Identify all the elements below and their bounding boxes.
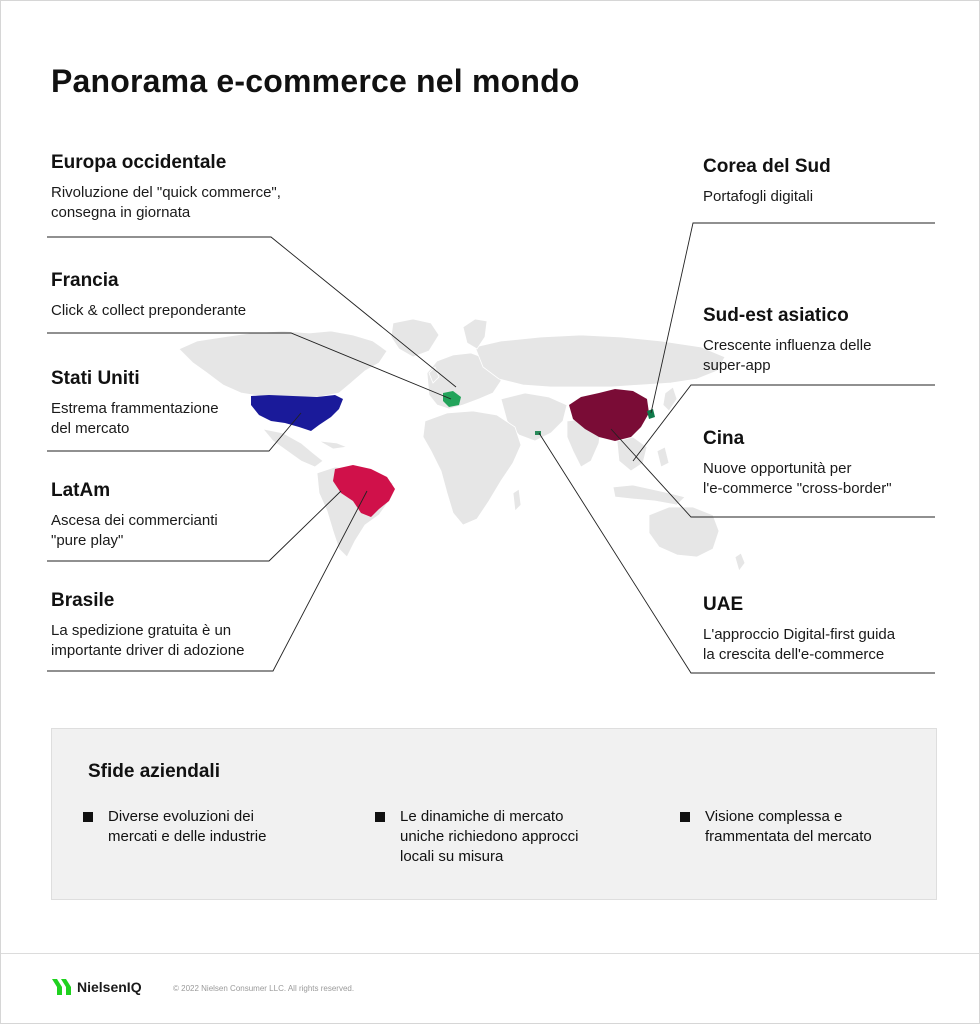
copyright-text: © 2022 Nielsen Consumer LLC. All rights …: [173, 984, 355, 993]
nielseniq-logo: NielsenIQ: [51, 976, 142, 998]
desc-line: Estrema frammentazione: [51, 400, 219, 417]
region-name: Cina: [703, 428, 745, 449]
challenge-item: Diverse evoluzioni dei mercati e delle i…: [83, 807, 348, 847]
region-desc: Nuove opportunità per l'e-commerce "cros…: [703, 459, 979, 499]
challenge-line: locali su misura: [400, 848, 504, 865]
region-desc: Estrema frammentazione del mercato: [51, 399, 351, 439]
region-uae: UAE L'approccio Digital-first guida la c…: [703, 593, 979, 665]
desc-line: Portafogli digitali: [703, 188, 814, 205]
region-desc: Crescente influenza delle super-app: [703, 336, 979, 376]
land-new-zealand: [734, 552, 746, 572]
challenges-panel: Sfide aziendali Diverse evoluzioni dei m…: [51, 728, 937, 900]
region-name: Corea del Sud: [703, 156, 831, 177]
region-name: Stati Uniti: [51, 368, 140, 389]
challenges-title: Sfide aziendali: [88, 761, 220, 782]
line-uae: [538, 432, 935, 674]
china-shape: [569, 389, 649, 441]
desc-line: La spedizione gratuita è un: [51, 622, 232, 639]
footer-divider: [1, 953, 979, 954]
connector-lines: [47, 222, 935, 674]
region-desc: Click & collect preponderante: [51, 301, 351, 321]
brazil-shape: [333, 465, 395, 517]
land-southeast-asia: [616, 436, 648, 472]
challenge-item: Le dinamiche di mercato uniche richiedon…: [375, 807, 640, 867]
region-name: Brasile: [51, 590, 115, 611]
line-usa: [47, 412, 302, 452]
challenge-line: mercati e delle industrie: [108, 828, 267, 845]
bullet-square-icon: [83, 812, 93, 822]
region-usa: Stati Uniti Estrema frammentazione del m…: [51, 367, 351, 439]
land-canada: [178, 330, 388, 398]
region-francia: Francia Click & collect preponderante: [51, 269, 351, 321]
desc-line: Rivoluzione del "quick commerce",: [51, 184, 281, 201]
region-latam: LatAm Ascesa dei commercianti "pure play…: [51, 479, 351, 551]
desc-line: "pure play": [51, 532, 124, 549]
bullet-square-icon: [680, 812, 690, 822]
brand-name: NielsenIQ: [77, 979, 142, 995]
nielseniq-logo-icon: [52, 979, 71, 995]
usa-shape: [251, 395, 343, 431]
land-japan: [662, 386, 678, 412]
line-latam: [47, 490, 342, 562]
land-indonesia: [612, 484, 686, 506]
desc-line: importante driver di adozione: [51, 642, 245, 659]
land-philippines: [656, 446, 670, 468]
region-corea: Corea del Sud Portafogli digitali: [703, 155, 979, 207]
desc-line: super-app: [703, 357, 771, 374]
region-sea: Sud-est asiatico Crescente influenza del…: [703, 304, 979, 376]
region-desc: Ascesa dei commercianti "pure play": [51, 511, 351, 551]
desc-line: Nuove opportunità per: [703, 460, 852, 477]
challenge-line: uniche richiedono approcci: [400, 828, 579, 845]
line-francia: [47, 332, 452, 400]
challenge-line: Visione complessa e: [705, 808, 843, 825]
desc-line: Ascesa dei commercianti: [51, 512, 218, 529]
land-central-america: [261, 428, 324, 468]
bullet-square-icon: [375, 812, 385, 822]
desc-line: Crescente influenza delle: [703, 337, 872, 354]
region-name: UAE: [703, 594, 744, 615]
region-name: LatAm: [51, 480, 111, 501]
land-australia: [648, 506, 720, 558]
land-greenland: [390, 318, 440, 358]
challenge-line: Diverse evoluzioni dei: [108, 808, 254, 825]
region-name: Francia: [51, 270, 119, 291]
region-europa: Europa occidentale Rivoluzione del "quic…: [51, 151, 351, 223]
region-name: Sud-est asiatico: [703, 305, 849, 326]
line-europa: [47, 236, 457, 388]
france-shape: [443, 391, 461, 407]
region-desc: Rivoluzione del "quick commerce", conseg…: [51, 183, 351, 223]
line-cina: [610, 428, 935, 518]
page-title: Panorama e-commerce nel mondo: [51, 63, 580, 99]
desc-line: Click & collect preponderante: [51, 302, 247, 319]
region-cina: Cina Nuove opportunità per l'e-commerce …: [703, 427, 979, 499]
region-desc: Portafogli digitali: [703, 187, 979, 207]
region-name: Europa occidentale: [51, 152, 227, 173]
land-caribbean: [318, 440, 349, 450]
land-russia: [474, 334, 726, 388]
line-sea: [632, 384, 935, 462]
korea-shape: [647, 409, 655, 419]
land-scandinavia: [462, 318, 488, 350]
line-brasile: [47, 490, 368, 672]
challenge-item: Visione complessa e frammentata del merc…: [680, 807, 945, 847]
desc-line: consegna in giornata: [51, 204, 191, 221]
desc-line: del mercato: [51, 420, 130, 437]
desc-line: la crescita dell'e-commerce: [703, 646, 885, 663]
line-corea: [650, 222, 935, 414]
desc-line: l'e-commerce "cross-border": [703, 480, 892, 497]
region-desc: L'approccio Digital-first guida la cresc…: [703, 625, 979, 665]
region-desc: La spedizione gratuita è un importante d…: [51, 621, 351, 661]
challenge-line: Le dinamiche di mercato: [400, 808, 564, 825]
challenge-line: frammentata del mercato: [705, 828, 872, 845]
region-brasile: Brasile La spedizione gratuita è un impo…: [51, 589, 351, 661]
desc-line: L'approccio Digital-first guida: [703, 626, 896, 643]
land-madagascar: [512, 488, 522, 512]
land-africa: [422, 410, 522, 526]
